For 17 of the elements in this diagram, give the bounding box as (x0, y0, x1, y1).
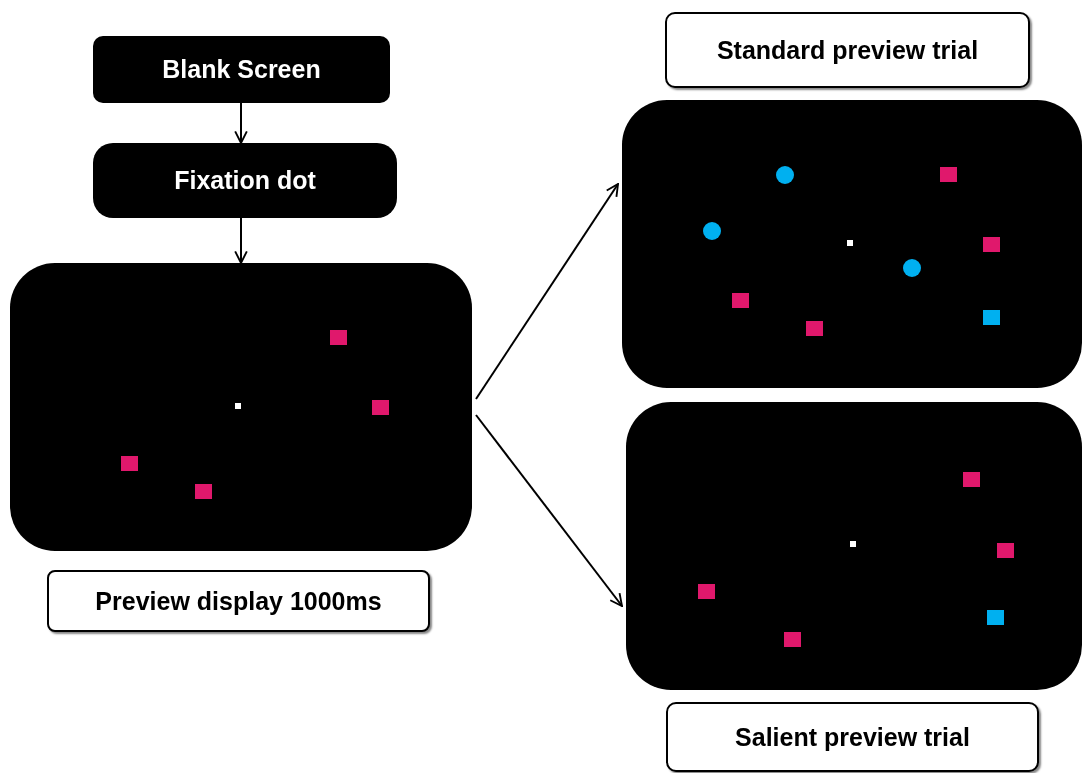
caption-box (665, 12, 1030, 88)
display-panel (10, 263, 472, 551)
caption-box (666, 702, 1039, 772)
caption-box (47, 570, 430, 632)
arrow (475, 414, 623, 607)
arrow (475, 183, 619, 400)
box-label: Preview display 1000ms (95, 586, 382, 616)
box-label: Fixation dot (174, 166, 316, 195)
display-panel (626, 402, 1082, 690)
box-label: Standard preview trial (716, 35, 979, 65)
screen-box (93, 36, 390, 103)
arrow (234, 102, 248, 144)
box-label: Salient preview trial (735, 722, 970, 752)
screen-box (93, 143, 397, 218)
display-panel (622, 100, 1082, 388)
arrow (234, 217, 248, 264)
box-label: Blank Screen (162, 55, 321, 84)
